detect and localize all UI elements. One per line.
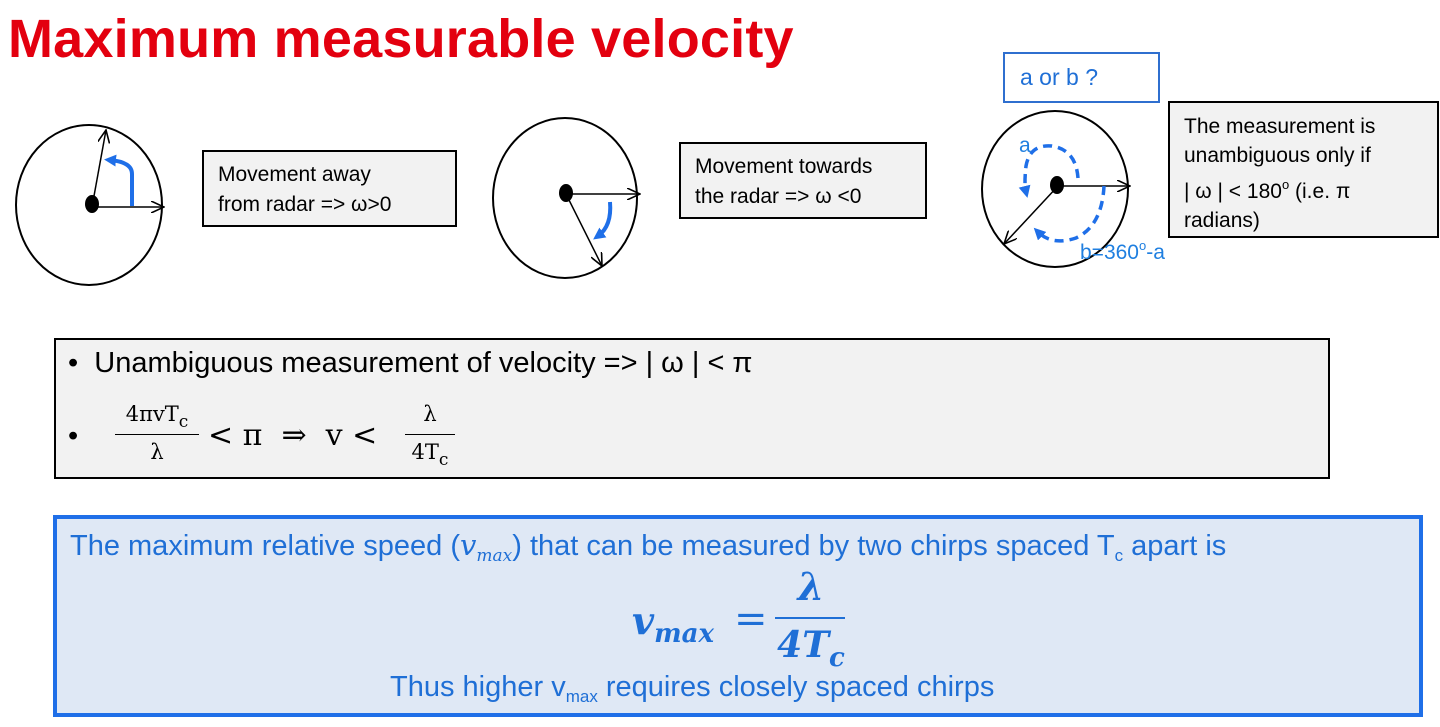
equation-denominator: 4Tc bbox=[775, 624, 847, 673]
fraction-rhs: λ 4Tc bbox=[405, 402, 455, 470]
rotation-a-arrow-icon bbox=[1018, 144, 1080, 198]
rotation-arrow-icon bbox=[104, 154, 134, 206]
rotation-arrow-icon bbox=[593, 201, 613, 240]
label-a: a bbox=[1019, 134, 1031, 157]
condition-box bbox=[54, 338, 1330, 479]
subscript: c bbox=[829, 643, 845, 673]
result-statement: The maximum relative speed (vmax) that c… bbox=[70, 528, 1226, 566]
result-text: Thus higher v bbox=[390, 671, 566, 703]
equation-lhs: vmax bbox=[632, 598, 714, 649]
equation-numerator: λ bbox=[797, 564, 825, 609]
phasor-diagram-ambiguity bbox=[981, 110, 1140, 268]
degree-symbol: o bbox=[1281, 177, 1290, 192]
result-conclusion: Thus higher vmax requires closely spaced… bbox=[390, 671, 994, 707]
note-line: radians) bbox=[1184, 209, 1260, 232]
label-b-text: -a bbox=[1146, 241, 1165, 264]
note-line: unambiguous only if bbox=[1184, 144, 1371, 167]
fraction-bar bbox=[775, 617, 845, 619]
equals-sign: = bbox=[734, 596, 768, 642]
question-box: a or b ? bbox=[1003, 52, 1160, 103]
note-text: | ω | < 180 bbox=[1184, 180, 1282, 203]
subscript: c bbox=[178, 412, 189, 432]
numerator-text: 4πvT bbox=[125, 402, 179, 426]
note-line: from radar => ω>0 bbox=[218, 193, 392, 216]
equation-variable: v bbox=[632, 598, 655, 643]
note-unambiguous: The measurement is unambiguous only if |… bbox=[1168, 101, 1439, 238]
phasor-diagram-away bbox=[15, 124, 184, 286]
note-line: The measurement is bbox=[1184, 115, 1376, 138]
note-text: (i.e. π bbox=[1289, 180, 1351, 203]
denominator-text: 4T bbox=[777, 624, 829, 666]
phasor-rotated-arrow bbox=[565, 193, 602, 266]
subscript: max bbox=[654, 619, 714, 649]
fraction-numerator: 4πvTc bbox=[115, 402, 199, 432]
subscript: max bbox=[565, 687, 598, 706]
note-line: Movement away bbox=[218, 163, 371, 186]
denominator-text: 4T bbox=[411, 440, 439, 464]
subscript: c bbox=[1114, 546, 1124, 565]
condition-text: Unambiguous measurement of velocity => |… bbox=[94, 347, 753, 379]
subscript: c bbox=[438, 450, 449, 470]
fraction-denominator: 4Tc bbox=[405, 440, 455, 470]
condition-line: • Unambiguous measurement of velocity =>… bbox=[68, 347, 753, 379]
note-line: the radar => ω <0 bbox=[695, 185, 862, 208]
phasor-rotated-arrow bbox=[1004, 185, 1059, 244]
degree-symbol: o bbox=[1138, 238, 1147, 253]
result-text: ) that can be measured by two chirps spa… bbox=[512, 530, 1115, 562]
page-title: Maximum measurable velocity bbox=[8, 9, 794, 69]
result-text: apart is bbox=[1123, 530, 1227, 562]
result-box bbox=[53, 515, 1423, 717]
result-text: requires closely spaced chirps bbox=[597, 671, 995, 703]
result-variable: v bbox=[460, 528, 477, 562]
fraction-numerator: λ bbox=[423, 402, 437, 426]
note-movement-away: Movement away from radar => ω>0 bbox=[202, 150, 457, 227]
bullet: • bbox=[68, 420, 79, 452]
phasor-rotated-arrow bbox=[91, 130, 106, 208]
label-b-text: b=360 bbox=[1080, 241, 1139, 264]
inequality-text: < π ⇒ v < bbox=[208, 418, 378, 453]
phasor-diagram-towards bbox=[492, 117, 650, 279]
phasor-origin-dot bbox=[559, 184, 573, 202]
label-b: b=360o-a bbox=[1080, 238, 1165, 265]
note-movement-towards: Movement towards the radar => ω <0 bbox=[679, 142, 927, 219]
phasor-origin-dot bbox=[1050, 176, 1064, 194]
fraction-denominator: λ bbox=[150, 440, 164, 464]
phasor-origin-dot bbox=[85, 195, 99, 213]
result-text: The maximum relative speed ( bbox=[70, 530, 461, 562]
fraction-lhs: 4πvTc λ bbox=[115, 402, 199, 464]
note-line: Movement towards bbox=[695, 155, 873, 178]
note-line: | ω | < 180o (i.e. π bbox=[1184, 170, 1427, 206]
rotation-b-arrow-icon bbox=[1033, 185, 1106, 243]
subscript: max bbox=[476, 546, 513, 566]
